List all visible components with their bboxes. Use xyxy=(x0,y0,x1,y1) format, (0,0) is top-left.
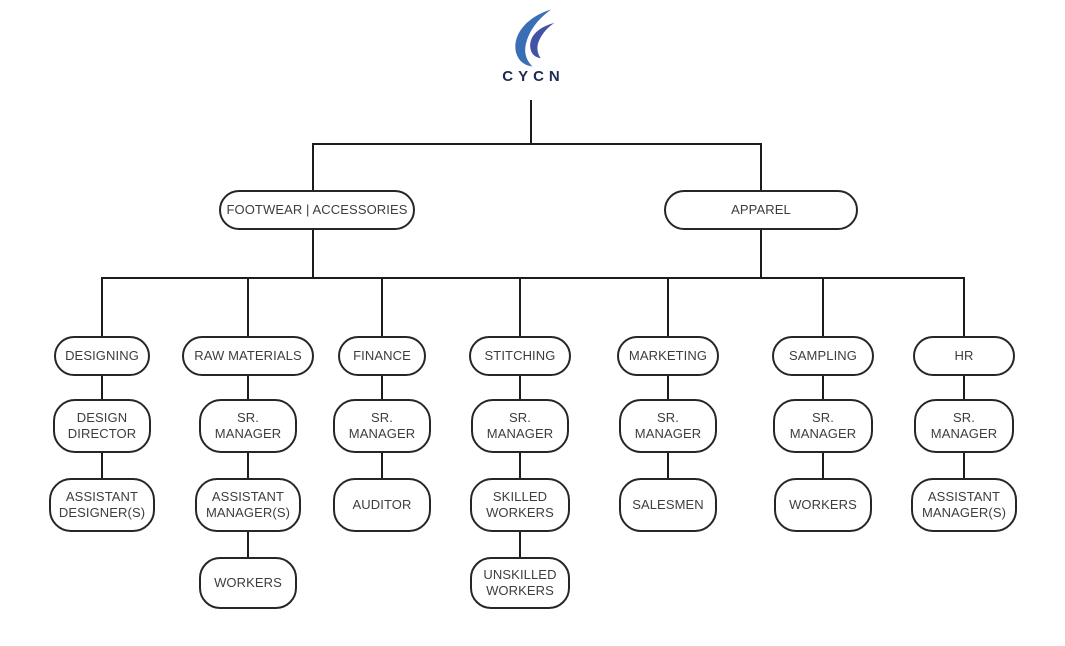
connector-line xyxy=(312,143,762,145)
node-marketing: MARKETING xyxy=(617,336,719,376)
swoosh-small xyxy=(530,23,555,59)
connector-line xyxy=(519,375,521,401)
connector-line xyxy=(963,277,965,337)
connector-line xyxy=(381,452,383,480)
node-designing: DESIGNING xyxy=(54,336,150,376)
node-finance: FINANCE xyxy=(338,336,426,376)
connector-line xyxy=(822,277,824,337)
node-footwear-accessories: FOOTWEAR | ACCESSORIES xyxy=(219,190,415,230)
node-raw-materials: RAW MATERIALS xyxy=(182,336,314,376)
connector-line xyxy=(247,277,249,337)
connector-line xyxy=(822,375,824,401)
connector-line xyxy=(530,100,532,145)
cycn-logo-text: CYCN xyxy=(502,68,565,85)
swoosh-large xyxy=(515,9,552,67)
connector-line xyxy=(312,143,314,191)
node-sr-manager-marketing: SR. MANAGER xyxy=(619,399,717,453)
connector-line xyxy=(760,229,762,279)
connector-line xyxy=(247,531,249,559)
node-sr-manager-hr: SR. MANAGER xyxy=(914,399,1014,453)
connector-line xyxy=(519,277,521,337)
node-unskilled-workers: UNSKILLED WORKERS xyxy=(470,557,570,609)
connector-line xyxy=(963,375,965,401)
node-assistant-managers-hr: ASSISTANT MANAGER(S) xyxy=(911,478,1017,532)
node-workers-raw-materials: WORKERS xyxy=(199,557,297,609)
node-sr-manager-sampling: SR. MANAGER xyxy=(773,399,873,453)
node-assistant-managers-raw-materials: ASSISTANT MANAGER(S) xyxy=(195,478,301,532)
node-salesmen: SALESMEN xyxy=(619,478,717,532)
node-stitching: STITCHING xyxy=(469,336,571,376)
connector-line xyxy=(822,452,824,480)
connector-line xyxy=(312,229,314,279)
connector-line xyxy=(381,375,383,401)
node-assistant-designers: ASSISTANT DESIGNER(S) xyxy=(49,478,155,532)
connector-line xyxy=(667,277,669,337)
connector-line xyxy=(101,277,103,337)
node-apparel: APPAREL xyxy=(664,190,858,230)
node-workers-sampling: WORKERS xyxy=(774,478,872,532)
node-sr-manager-raw-materials: SR. MANAGER xyxy=(199,399,297,453)
connector-line xyxy=(519,452,521,480)
node-sampling: SAMPLING xyxy=(772,336,874,376)
connector-line xyxy=(667,452,669,480)
connector-line xyxy=(101,277,965,279)
node-sr-manager-stitching: SR. MANAGER xyxy=(471,399,569,453)
connector-line xyxy=(963,452,965,480)
node-design-director: DESIGN DIRECTOR xyxy=(53,399,151,453)
connector-line xyxy=(381,277,383,337)
node-auditor: AUDITOR xyxy=(333,478,431,532)
node-sr-manager-finance: SR. MANAGER xyxy=(333,399,431,453)
cycn-logo-swoosh-icon xyxy=(515,9,555,67)
node-hr: HR xyxy=(913,336,1015,376)
node-skilled-workers: SKILLED WORKERS xyxy=(470,478,570,532)
connector-line xyxy=(247,375,249,401)
connector-line xyxy=(760,143,762,191)
connector-line xyxy=(101,375,103,401)
connector-line xyxy=(667,375,669,401)
connector-line xyxy=(247,452,249,480)
connector-line xyxy=(101,452,103,480)
connector-line xyxy=(519,531,521,559)
